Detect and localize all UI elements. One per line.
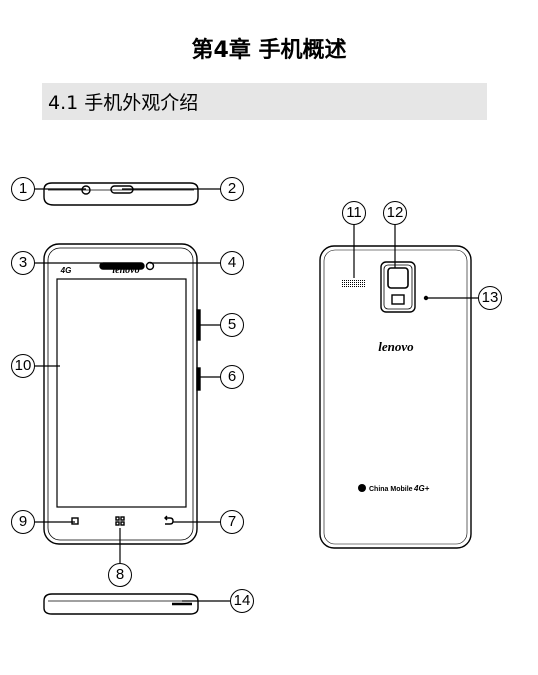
back-brand-logo: lenovo: [378, 339, 414, 354]
earpiece: [99, 262, 145, 270]
callout-12: 12: [383, 201, 407, 225]
callout-3: 3: [11, 251, 35, 275]
callout-7: 7: [220, 510, 244, 534]
front-screen: [56, 278, 187, 508]
callout-14: 14: [230, 589, 254, 613]
callout-2: 2: [220, 177, 244, 201]
china-mobile-logo-icon: [358, 484, 366, 492]
menu-key: [71, 517, 79, 525]
top-edge-view: [43, 182, 199, 206]
back-4g-badge: 4G+: [413, 484, 430, 493]
callout-9: 9: [11, 510, 35, 534]
chapter-title: 第4章 手机概述: [191, 38, 347, 63]
callout-1: 1: [11, 177, 35, 201]
callout-13: 13: [478, 286, 502, 310]
rear-flash: [391, 294, 405, 305]
headphone-jack: [81, 185, 91, 195]
rear-camera-lens: [387, 267, 409, 289]
carrier-label: China Mobile: [369, 486, 413, 493]
callout-6: 6: [220, 365, 244, 389]
back-key: [164, 515, 174, 525]
rear-camera-module: [380, 261, 416, 313]
callout-5: 5: [220, 313, 244, 337]
callout-10: 10: [11, 354, 35, 378]
front-phone-body: [43, 243, 198, 545]
callout-11: 11: [342, 201, 366, 225]
home-key: [115, 516, 125, 526]
section-title: 4.1 手机外观介绍: [48, 92, 199, 114]
front-brand-logo: lenovo: [112, 265, 139, 276]
bottom-edge-view: [43, 593, 199, 615]
callout-4: 4: [220, 251, 244, 275]
front-4g-badge: 4G: [60, 266, 72, 275]
rear-speaker-grille: [342, 280, 366, 288]
callout-8: 8: [108, 563, 132, 587]
side-button-power: [196, 367, 201, 391]
back-phone-body: [319, 245, 472, 549]
section-header-bar: [42, 83, 487, 120]
